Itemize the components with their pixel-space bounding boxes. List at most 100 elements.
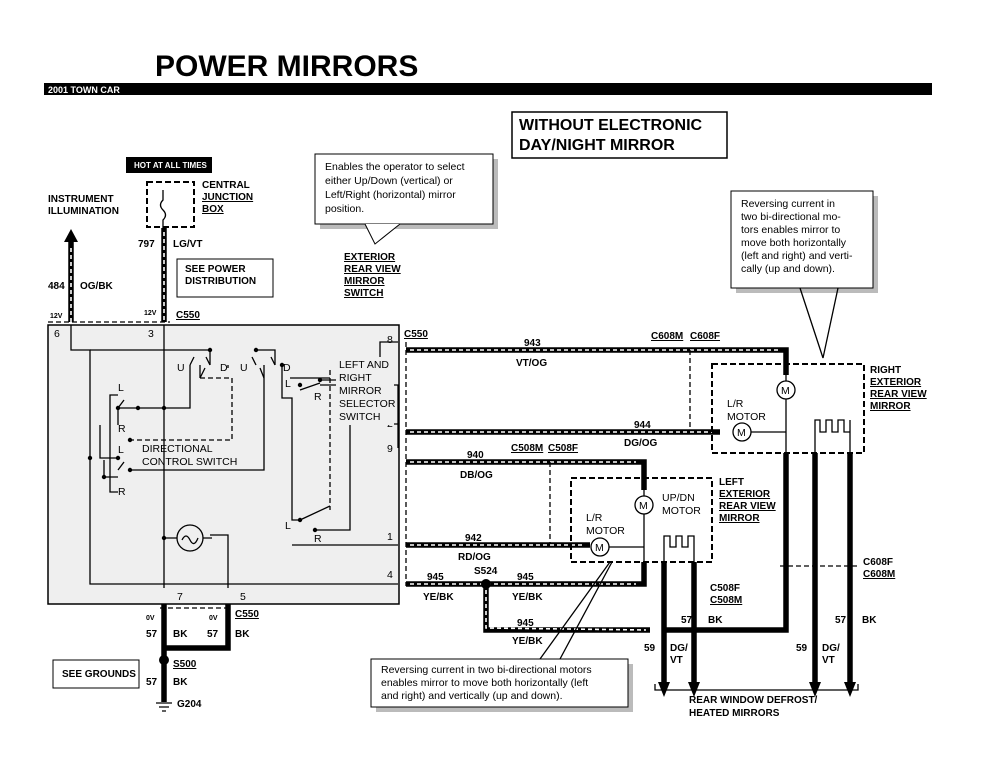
wire-945-color-b: YE/BK xyxy=(512,592,543,603)
right-mirror-label-3: REAR VIEW xyxy=(870,389,927,400)
right-motor-label-1: L/R xyxy=(727,398,744,410)
note-2-pointer xyxy=(799,287,839,359)
note-3-line-3: and right) and vertically (up and down). xyxy=(381,690,563,702)
connector-c608f-b: C608F xyxy=(863,557,893,568)
selector-label-bg xyxy=(336,357,394,425)
grounds-label: SEE GROUNDS xyxy=(62,669,136,680)
switch-r1: R xyxy=(118,423,126,435)
wire-59-color-a2: VT xyxy=(670,655,683,666)
connector-c508m: C508M xyxy=(511,443,543,454)
left-mirror-label-1: LEFT xyxy=(719,477,744,488)
ext-switch-1: EXTERIOR xyxy=(344,252,396,263)
connector-g204: G204 xyxy=(177,699,202,710)
note-2-line-4: move both horizontally xyxy=(741,237,847,249)
right-motor-label-2: MOTOR xyxy=(727,411,766,423)
wire-57-color-c: BK xyxy=(708,615,723,626)
wire-943 xyxy=(406,347,789,375)
switch-r2: R xyxy=(118,486,126,498)
note-1-pointer xyxy=(364,223,401,245)
connector-c550-top: C550 xyxy=(176,310,200,321)
note-3-box xyxy=(370,658,629,708)
wire-945-num-c: 945 xyxy=(517,618,534,629)
wire-57-color-a: BK xyxy=(173,629,188,640)
wire-59-color-b2: VT xyxy=(822,655,835,666)
wire-945-color-a: YE/BK xyxy=(423,592,454,603)
connector-c508f: C508F xyxy=(548,443,578,454)
volt-0v-b: 0V xyxy=(209,615,218,622)
wire-945-num-b: 945 xyxy=(517,572,534,583)
wire-57-num-e: 57 xyxy=(146,677,158,688)
wire-57-color-b: BK xyxy=(235,629,250,640)
connector-c608f: C608F xyxy=(690,331,720,342)
page-title: POWER MIRRORS xyxy=(155,50,418,83)
wire-942-color: RD/OG xyxy=(458,552,491,563)
hot-label: HOT AT ALL TIMES xyxy=(134,161,208,170)
left-mirror-label-3: REAR VIEW xyxy=(719,501,776,512)
wire-942-num: 942 xyxy=(465,533,482,544)
left-mirror-box xyxy=(570,477,713,563)
left-mirror-internal xyxy=(609,490,695,562)
left-m-2: M xyxy=(595,542,604,554)
left-ud-label-2: MOTOR xyxy=(662,505,701,517)
note-2-line-1: Reversing current in xyxy=(741,198,835,210)
wire-59-color-a1: DG/ xyxy=(670,643,688,654)
left-lr-label-2: MOTOR xyxy=(586,525,625,537)
pin-6: 6 xyxy=(54,328,60,340)
directional-label-2: CONTROL SWITCH xyxy=(142,456,237,468)
volt-0v-a: 0V xyxy=(146,615,155,622)
switch-r3: R xyxy=(314,391,322,403)
selector-label-5: SWITCH xyxy=(339,411,380,423)
connector-s524: S524 xyxy=(474,566,498,577)
note-2-line-5: (left and right) and verti- xyxy=(741,250,853,262)
right-m-2: M xyxy=(737,427,746,439)
junction-box xyxy=(146,181,195,228)
left-m-1: M xyxy=(639,500,648,512)
note-1-box xyxy=(314,153,494,225)
vehicle-label: 2001 TOWN CAR xyxy=(48,85,120,95)
wire-57-num-b: 57 xyxy=(207,629,219,640)
right-mirror-internal xyxy=(751,375,851,453)
switch-l4: L xyxy=(285,520,291,532)
left-mirror-label-4: MIRROR xyxy=(719,513,760,524)
note-3-line-1: Reversing current in two bi-directional … xyxy=(381,664,592,676)
hot-label-box xyxy=(126,157,212,173)
wire-943-color: VT/OG xyxy=(516,358,547,369)
ground-symbol xyxy=(156,702,172,712)
connector-c608m-b: C608M xyxy=(863,569,895,580)
connector-c508f-b: C508F xyxy=(710,583,740,594)
variant-line2: DAY/NIGHT MIRROR xyxy=(519,137,675,154)
junction-label-3: BOX xyxy=(202,204,224,215)
right-m-1: M xyxy=(781,385,790,397)
pin-3: 3 xyxy=(148,328,154,340)
switch-l2: L xyxy=(118,444,124,456)
splice-s500 xyxy=(159,655,169,665)
left-ud-label-1: UP/DN xyxy=(662,492,695,504)
wire-940 xyxy=(406,459,647,490)
pin-1: 1 xyxy=(387,531,393,543)
note-1-line-4: position. xyxy=(325,203,364,215)
pin-4: 4 xyxy=(387,569,393,581)
wire-59-num-b: 59 xyxy=(796,643,808,654)
wire-59-color-b1: DG/ xyxy=(822,643,840,654)
switch-l3: L xyxy=(285,378,291,390)
wire-945-num-a: 945 xyxy=(427,572,444,583)
wire-57-color-e: BK xyxy=(173,677,188,688)
note-2-line-6: cally (up and down). xyxy=(741,263,835,275)
instrument-label-2: ILLUMINATION xyxy=(48,206,119,217)
wire-57-pin5 xyxy=(164,604,231,651)
instrument-label-1: INSTRUMENT xyxy=(48,194,114,205)
wire-59-num-a: 59 xyxy=(644,643,656,654)
junction-label-1: CENTRAL xyxy=(202,180,250,191)
power-box-1: SEE POWER xyxy=(185,264,246,275)
selector-label-2: RIGHT xyxy=(339,372,372,384)
ext-switch-3: MIRROR xyxy=(344,276,385,287)
wire-944-num: 944 xyxy=(634,420,651,431)
wire-57-color-d: BK xyxy=(862,615,877,626)
left-mirror-label-2: EXTERIOR xyxy=(719,489,771,500)
grounds-box xyxy=(52,659,140,689)
header-bar xyxy=(44,83,932,95)
directional-label-1: DIRECTIONAL xyxy=(142,443,213,455)
switch-dots xyxy=(87,347,323,541)
note-2-line-3: tors enables mirror to xyxy=(741,224,840,236)
